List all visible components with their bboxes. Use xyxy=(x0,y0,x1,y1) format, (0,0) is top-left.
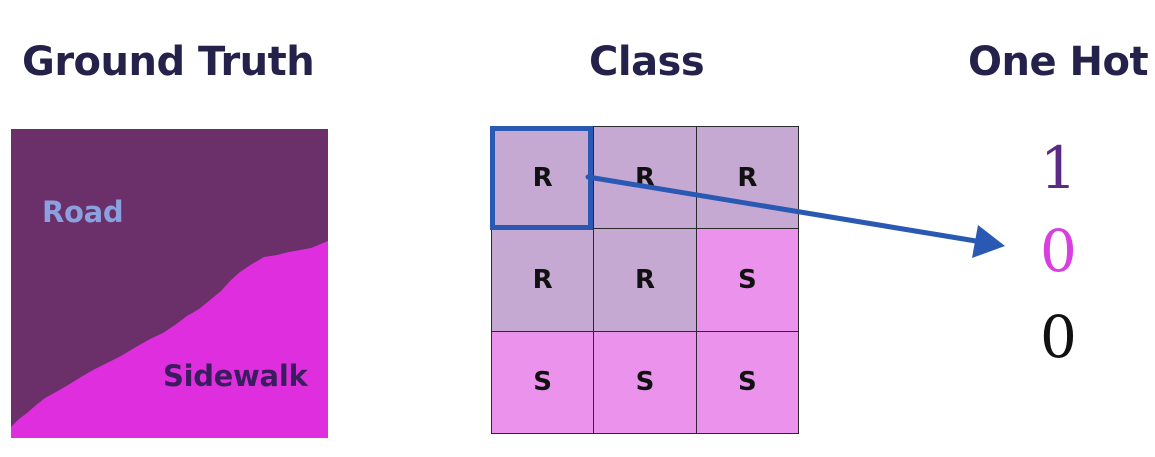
sidewalk-label: Sidewalk xyxy=(163,359,308,393)
class-grid: R R R R R S S S S xyxy=(491,126,799,434)
class-cell-r1c1: R xyxy=(492,127,595,230)
class-cell-r1c2: R xyxy=(594,127,697,230)
ground-truth-heading: Ground Truth xyxy=(22,39,315,85)
one-hot-value-3: 0 xyxy=(1040,303,1077,371)
class-cell-r1c3: R xyxy=(696,127,799,230)
sidewalk-region xyxy=(11,241,328,438)
arrow-head-icon xyxy=(972,225,1005,258)
class-cell-r3c3: S xyxy=(696,331,799,434)
class-cell-r3c1: S xyxy=(492,331,595,434)
road-label: Road xyxy=(42,195,124,229)
class-cell-r3c2: S xyxy=(594,331,697,434)
one-hot-heading: One Hot xyxy=(968,39,1149,85)
class-cell-r2c1: R xyxy=(492,229,595,332)
ground-truth-segmentation-image xyxy=(11,129,328,438)
one-hot-value-1: 1 xyxy=(1040,134,1077,202)
class-heading: Class xyxy=(589,39,705,85)
class-cell-r2c3: S xyxy=(696,229,799,332)
class-cell-r2c2: R xyxy=(594,229,697,332)
one-hot-value-2: 0 xyxy=(1040,217,1077,285)
